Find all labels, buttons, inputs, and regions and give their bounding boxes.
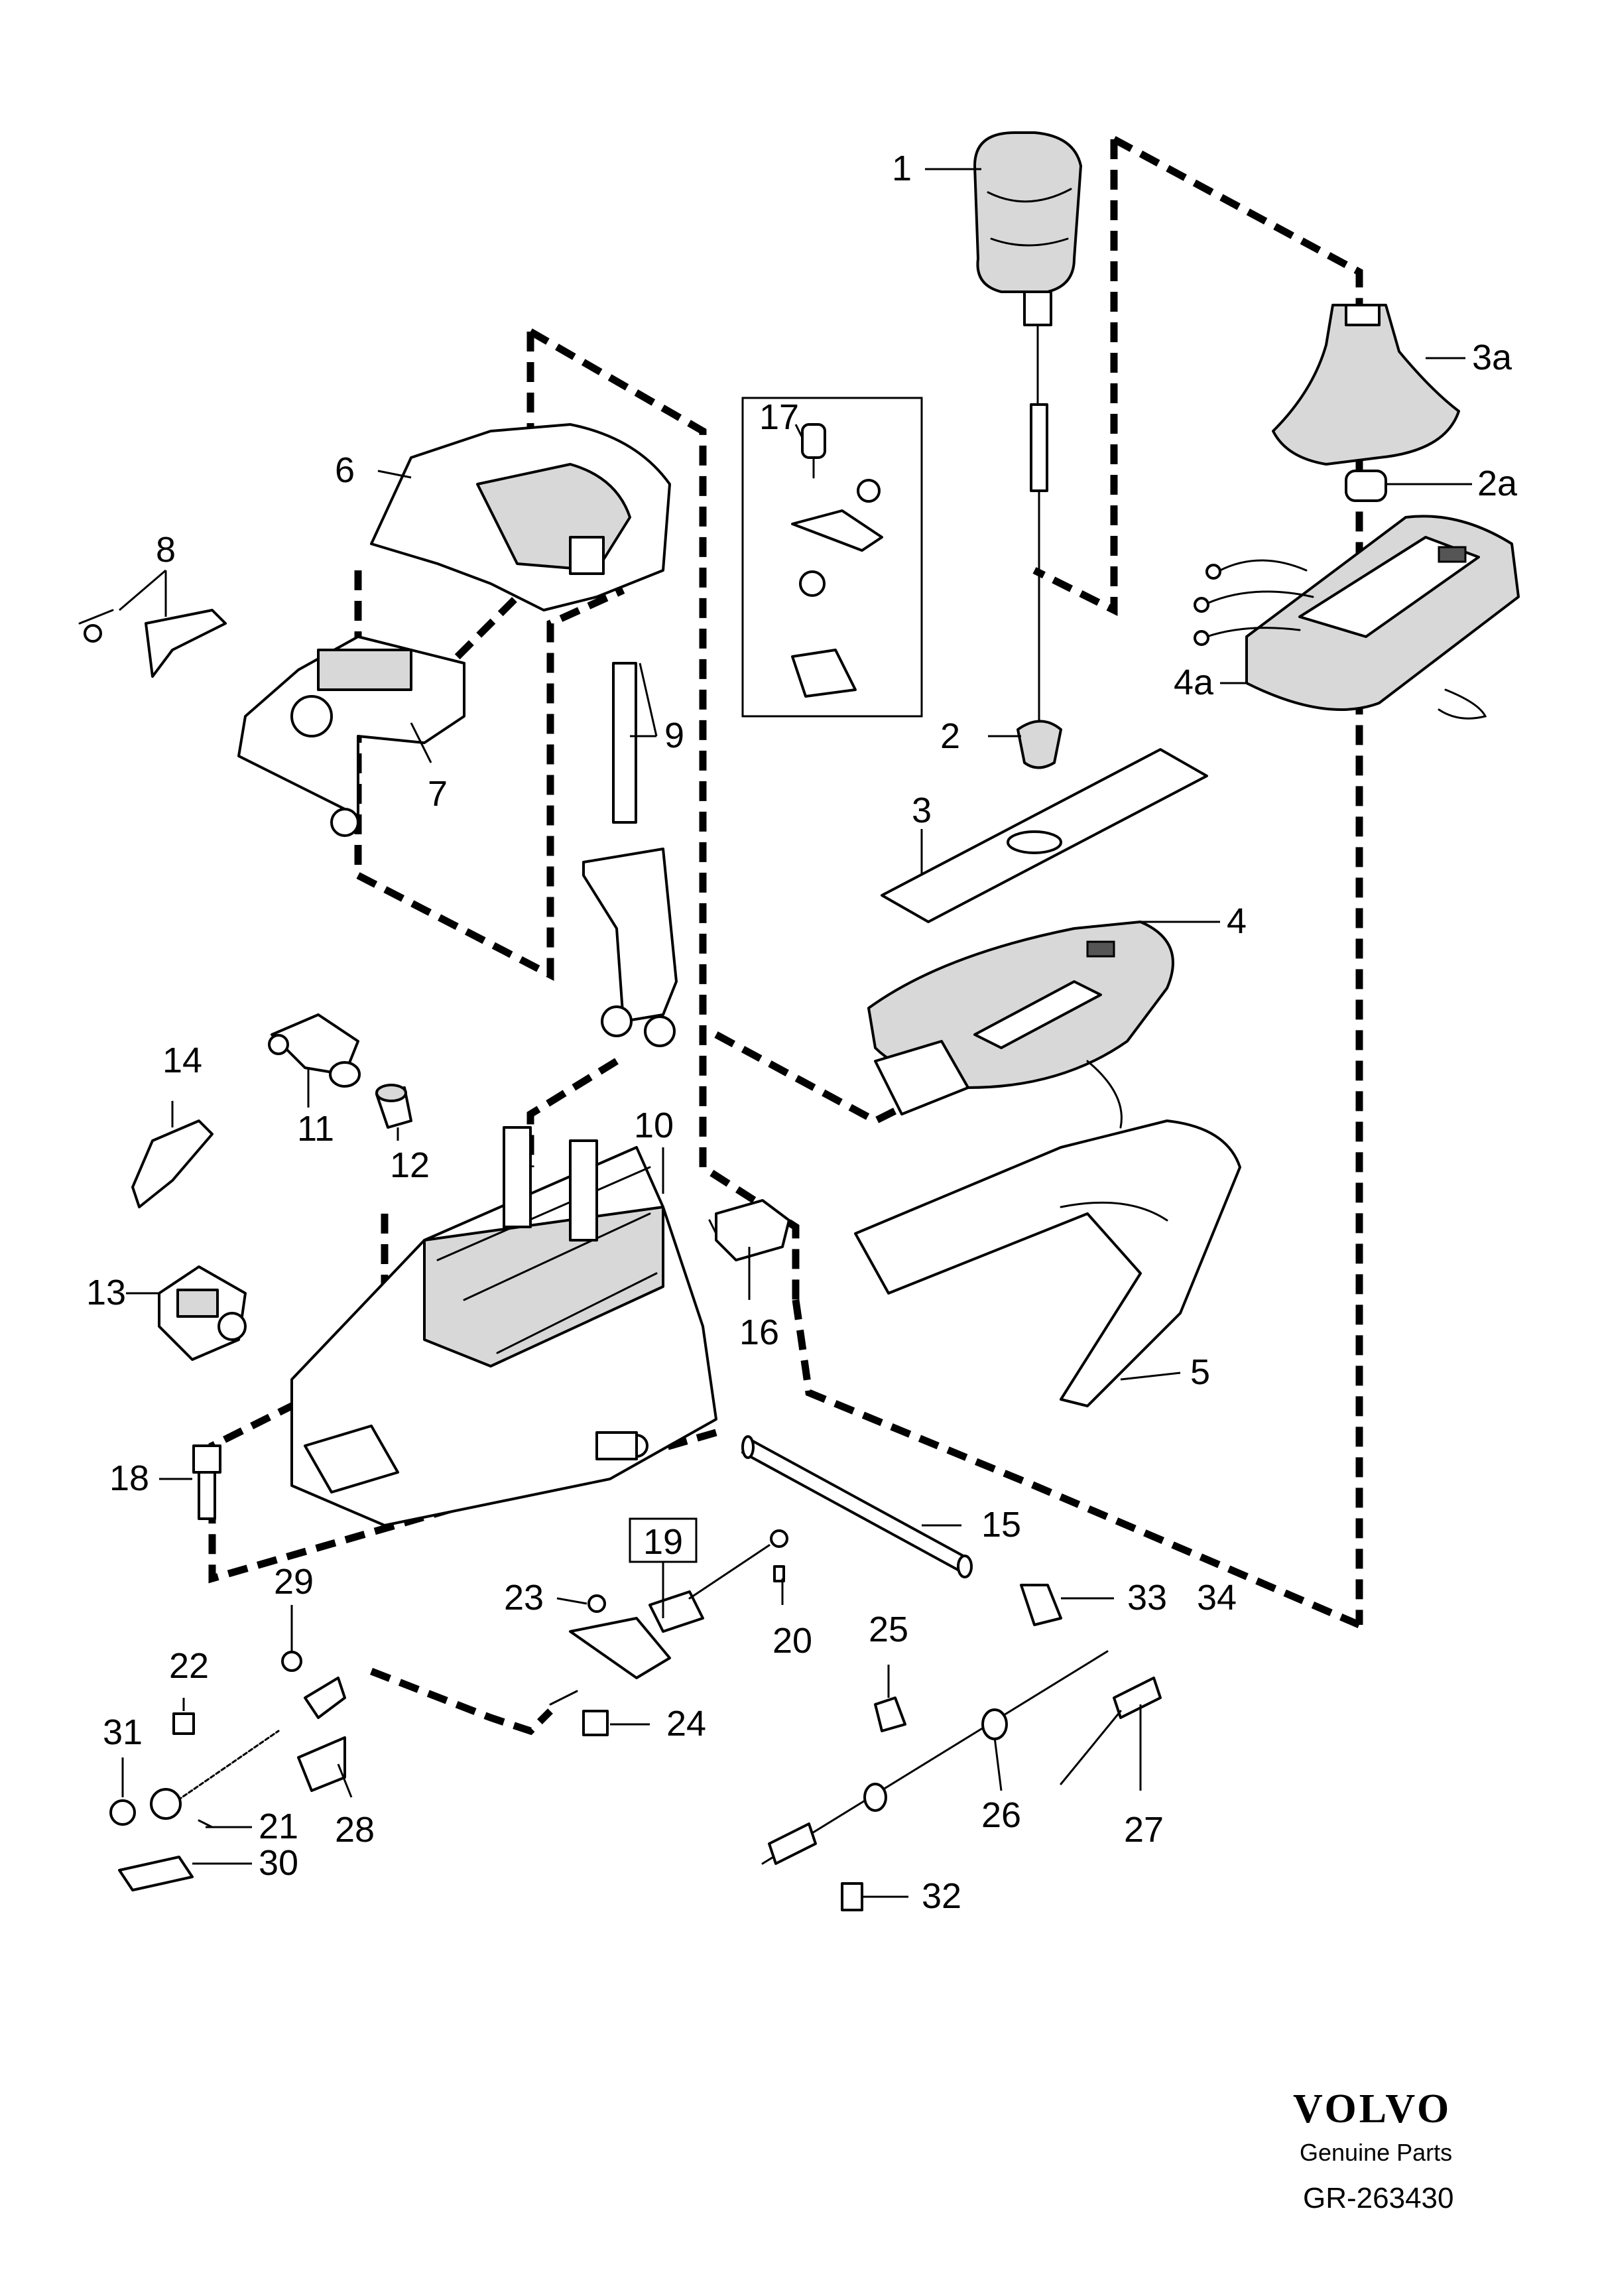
shift-lever xyxy=(582,662,678,1047)
callout-1: 1 xyxy=(892,149,912,188)
callout-19: 19 xyxy=(643,1522,683,1562)
callout-box-19 xyxy=(629,1517,698,1563)
selector-cover xyxy=(370,423,671,611)
figure-reference: GR-263430 xyxy=(1303,2182,1454,2214)
callout-34: 34 xyxy=(1197,1578,1237,1618)
retaining-clip xyxy=(131,1119,214,1208)
callout-6: 6 xyxy=(335,450,355,490)
callout-22: 22 xyxy=(169,1646,209,1686)
part-26 xyxy=(761,1650,1109,1865)
detent-pin xyxy=(268,1013,361,1088)
lock-lever xyxy=(78,609,227,678)
small-parts xyxy=(109,1565,1162,1911)
callout-26: 26 xyxy=(981,1795,1021,1835)
callout-9: 9 xyxy=(664,716,684,755)
callout-14: 14 xyxy=(162,1041,202,1080)
gear-indicator-panel xyxy=(1194,515,1520,720)
callout-13: 13 xyxy=(86,1273,126,1312)
callout-24: 24 xyxy=(666,1704,706,1744)
part-33 xyxy=(1020,1584,1062,1626)
part-29 xyxy=(281,1651,302,1672)
gear-bushing xyxy=(1017,720,1062,769)
callout-23: 23 xyxy=(504,1578,544,1618)
callout-2a: 2a xyxy=(1477,464,1518,503)
callout-4: 4 xyxy=(1227,901,1247,941)
callout-labels: 1 2 2a 3 3a 4 4a 5 6 7 8 9 10 11 12 13 1… xyxy=(86,149,1518,1916)
part-30 xyxy=(118,1856,194,1891)
callout-10: 10 xyxy=(634,1106,674,1145)
part-23 xyxy=(587,1594,606,1613)
callout-25: 25 xyxy=(869,1610,908,1649)
part-28 xyxy=(297,1736,346,1792)
selector-housing xyxy=(290,1126,717,1527)
callout-12: 12 xyxy=(390,1145,430,1185)
callout-3: 3 xyxy=(912,791,932,830)
boot-ring xyxy=(1345,470,1387,502)
callout-4a: 4a xyxy=(1174,663,1214,702)
brand-logo: VOLVO xyxy=(1293,2086,1452,2132)
callout-27: 27 xyxy=(1124,1810,1164,1850)
callout-29: 29 xyxy=(274,1562,314,1602)
connector xyxy=(708,1199,790,1261)
part-21 xyxy=(198,1819,214,1828)
part-27 xyxy=(1113,1677,1162,1719)
callout-31: 31 xyxy=(103,1712,143,1752)
interlock-solenoid xyxy=(158,1265,247,1361)
console-panel xyxy=(867,921,1174,1129)
part-31 xyxy=(109,1799,136,1826)
callout-8: 8 xyxy=(156,530,176,570)
lower-console-bracket xyxy=(854,1119,1241,1407)
callout-20: 20 xyxy=(772,1621,812,1661)
callout-30: 30 xyxy=(259,1843,298,1883)
callout-11: 11 xyxy=(297,1109,334,1149)
callout-7: 7 xyxy=(428,774,448,814)
callout-33: 33 xyxy=(1127,1578,1167,1618)
part-22 xyxy=(172,1712,195,1735)
leader-lines xyxy=(119,168,1472,1898)
callout-32: 32 xyxy=(922,1876,961,1916)
shift-boot xyxy=(1272,304,1460,466)
callout-21: 21 xyxy=(259,1807,298,1846)
part-20 xyxy=(773,1565,785,1582)
part-32 xyxy=(841,1882,863,1911)
detent-sleeve xyxy=(375,1084,412,1129)
bolt xyxy=(192,1444,221,1520)
callout-15: 15 xyxy=(981,1505,1021,1545)
callout-2: 2 xyxy=(940,716,960,756)
callout-18: 18 xyxy=(109,1458,149,1498)
mounting-bracket xyxy=(237,635,465,837)
callout-3a: 3a xyxy=(1472,338,1512,377)
gasket-strip xyxy=(881,748,1208,923)
guide-rod xyxy=(741,1435,973,1578)
part-24 xyxy=(582,1710,609,1736)
brand-tagline: Genuine Parts xyxy=(1300,2139,1453,2166)
inset-17 xyxy=(741,397,923,718)
callout-17: 17 xyxy=(759,397,799,437)
gear-knob xyxy=(973,131,1082,731)
callout-16: 16 xyxy=(739,1312,779,1352)
part-25 xyxy=(874,1696,906,1732)
callout-5: 5 xyxy=(1190,1352,1210,1392)
callout-28: 28 xyxy=(335,1810,375,1850)
